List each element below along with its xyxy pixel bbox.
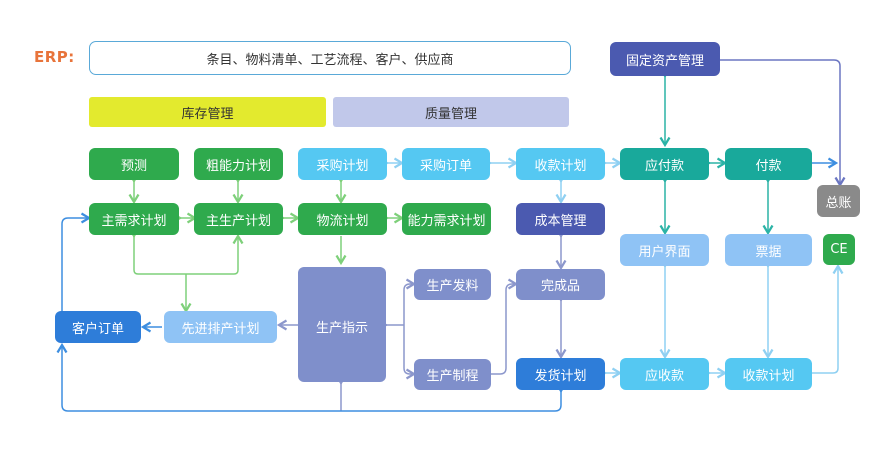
node-purchase-plan[interactable]: 采购计划: [298, 148, 387, 180]
link-branch-route: [403, 325, 417, 380]
link-route-finished: [490, 278, 519, 375]
node-finished-goods[interactable]: 完成品: [516, 269, 605, 300]
node-customer-order[interactable]: 客户订单: [55, 311, 141, 343]
node-production-directive[interactable]: 生产指示: [298, 267, 386, 382]
node-payable[interactable]: 应付款: [620, 148, 709, 180]
node-purchase-order[interactable]: 采购订单: [402, 148, 490, 180]
module-quality[interactable]: 质量管理: [333, 97, 569, 127]
module-inventory[interactable]: 库存管理: [89, 97, 326, 127]
node-capacity-requirements[interactable]: 能力需求计划: [402, 203, 491, 235]
node-receivable[interactable]: 应收款: [620, 358, 709, 390]
node-mps[interactable]: 主需求计划: [89, 203, 179, 235]
link-plans-to-aps: [128, 227, 244, 275]
node-invoice[interactable]: 票据: [725, 234, 812, 266]
node-collection-plan-bottom[interactable]: 收款计划: [725, 358, 812, 390]
link-shipping-order: [56, 342, 567, 412]
node-cost-management[interactable]: 成本管理: [516, 203, 605, 235]
node-fixed-assets[interactable]: 固定资产管理: [610, 42, 720, 76]
node-aps[interactable]: 先进排产计划: [164, 311, 277, 343]
node-forecast[interactable]: 预测: [89, 148, 179, 180]
link-fixedassets-ledger: [720, 59, 846, 188]
node-master-production[interactable]: 主生产计划: [194, 203, 283, 235]
node-process-route[interactable]: 生产制程: [414, 359, 491, 390]
node-shipping-plan[interactable]: 发货计划: [516, 358, 605, 390]
node-collection-plan-top[interactable]: 收款计划: [516, 148, 605, 180]
node-ce[interactable]: CE: [823, 234, 855, 265]
link-collection-ce: [812, 263, 844, 374]
erp-scope-bar: 条目、物料清单、工艺流程、客户、供应商: [89, 41, 571, 75]
link-order-mps: [61, 212, 92, 311]
node-payment[interactable]: 付款: [725, 148, 812, 180]
erp-label: ERP:: [34, 48, 75, 66]
node-logistics-plan[interactable]: 物流计划: [298, 203, 387, 235]
link-branch-issue: [403, 278, 417, 325]
node-material-issue[interactable]: 生产发料: [414, 269, 491, 300]
node-user-interface[interactable]: 用户界面: [620, 234, 709, 266]
node-rough-capacity[interactable]: 粗能力计划: [194, 148, 283, 180]
node-general-ledger[interactable]: 总账: [817, 185, 860, 217]
